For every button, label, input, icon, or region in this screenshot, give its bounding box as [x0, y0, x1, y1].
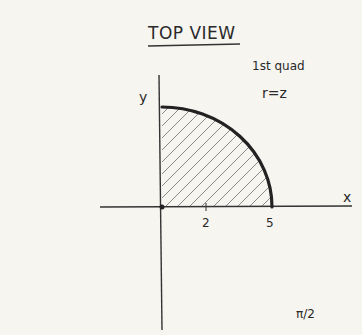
title-underline	[148, 44, 240, 46]
angle-note: π/2	[296, 308, 315, 321]
x-axis	[100, 206, 352, 207]
hatched-region	[162, 107, 272, 207]
sketch-title: TOP VIEW	[148, 24, 236, 43]
y-axis	[159, 75, 162, 330]
origin-dot	[160, 205, 165, 210]
tick-label: 5	[266, 217, 274, 230]
axis-label: y	[139, 90, 147, 105]
curve-label: r=z	[262, 86, 287, 101]
quadrant-note: 1st quad	[252, 60, 305, 73]
boundary-curve	[162, 107, 272, 207]
axis-label: x	[343, 190, 351, 205]
tick-mark	[206, 203, 207, 211]
tick-label: 2	[202, 217, 210, 230]
